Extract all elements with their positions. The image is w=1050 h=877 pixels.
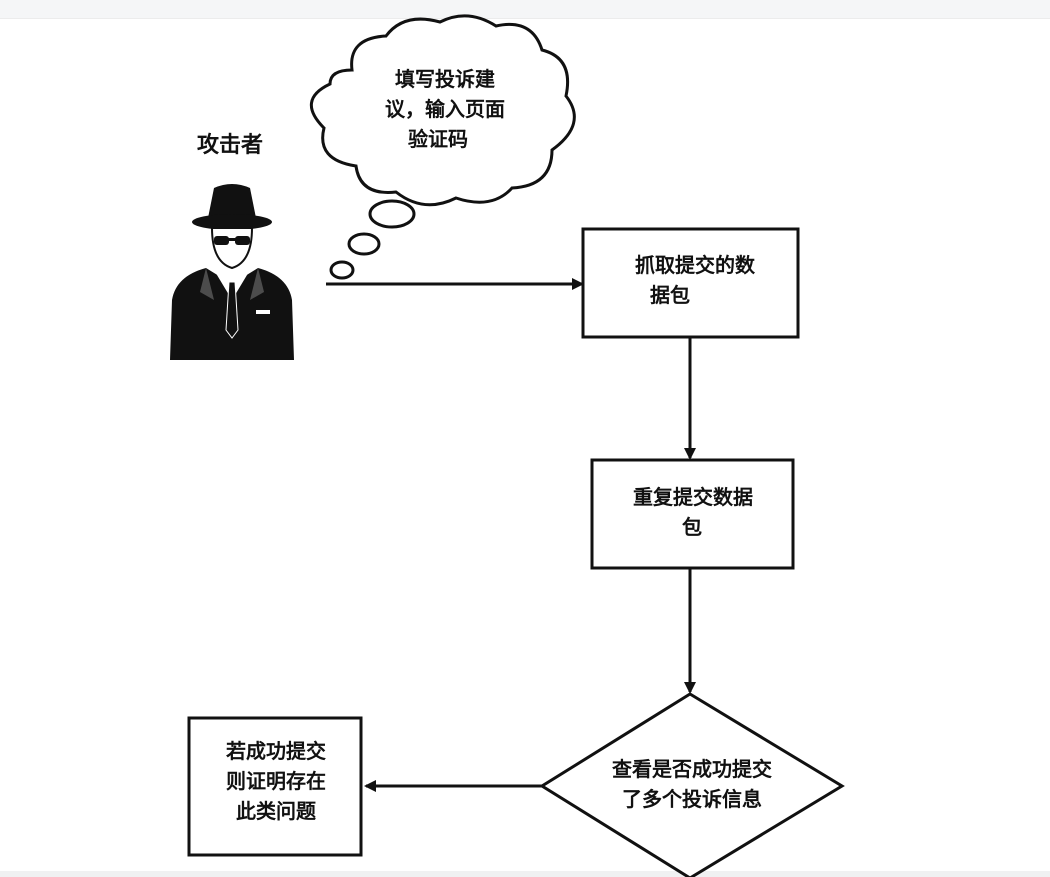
thought-text-line-2: 议，输入页面 (385, 97, 505, 121)
thought-text-line-3: 验证码 (408, 127, 468, 151)
result-conclusion-box (187, 716, 363, 857)
thought-text-line-1: 填写投诉建 (395, 67, 495, 91)
bottom-strip (0, 871, 1050, 877)
result-line-2: 则证明存在 (226, 769, 326, 793)
actor-label: 攻击者 (197, 132, 263, 158)
attacker-icon (170, 184, 294, 360)
step-resubmit-line-2: 包 (682, 515, 702, 539)
step-resubmit-packet-box (590, 458, 795, 570)
result-line-3: 此类问题 (236, 799, 317, 823)
step-resubmit-line-1: 重复提交数据 (633, 485, 753, 509)
decision-line-2: 了多个投诉信息 (622, 787, 762, 811)
step-capture-line-2: 据包 (650, 283, 690, 307)
thought-bubble-dot-medium (347, 232, 381, 256)
decision-check-diamond (539, 692, 845, 877)
result-line-1: 若成功提交 (225, 739, 326, 763)
top-toolbar-strip (0, 0, 1050, 19)
thought-bubble-dot-large (368, 199, 416, 229)
thought-bubble-dot-small (329, 260, 355, 280)
decision-line-1: 查看是否成功提交 (612, 757, 772, 781)
step-capture-packet-box (581, 227, 800, 339)
step-capture-line-1: 抓取提交的数 (635, 253, 756, 277)
thought-cloud (309, 14, 576, 280)
